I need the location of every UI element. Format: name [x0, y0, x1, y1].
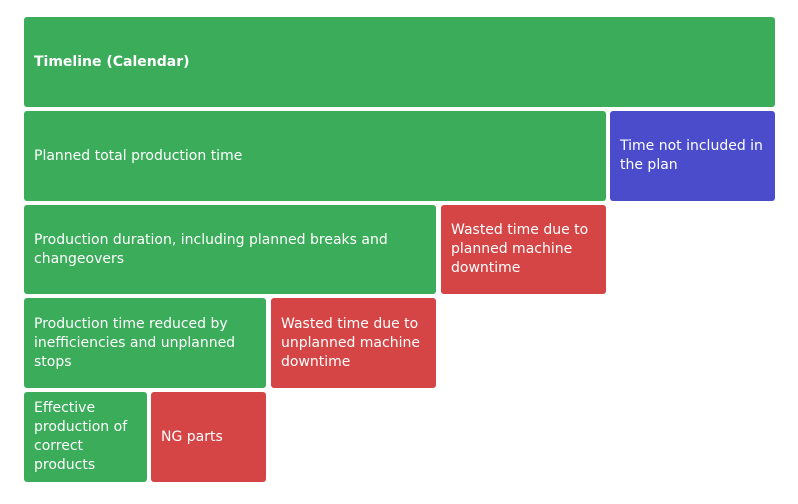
- timeline-calendar-block: Timeline (Calendar): [24, 17, 775, 107]
- wasted-planned-downtime-label: Wasted time due to planned machine downt…: [451, 222, 589, 276]
- production-duration-label: Production duration, including planned b…: [34, 231, 388, 267]
- wasted-planned-downtime-block: Wasted time due to planned machine downt…: [441, 205, 606, 294]
- timeline-calendar-label: Timeline (Calendar): [34, 53, 190, 70]
- ng-parts-label: NG parts: [161, 428, 223, 445]
- effective-production-label: Effective production of correct products: [34, 400, 128, 473]
- ng-parts-block: NG parts: [151, 392, 266, 482]
- planned-total-production-time-label: Planned total production time: [34, 147, 243, 164]
- time-not-in-plan-block: Time not included in the plan: [610, 111, 775, 201]
- production-time-reduced-block: Production time reduced by inefficiencie…: [24, 298, 266, 388]
- wasted-unplanned-downtime-label: Wasted time due to unplanned machine dow…: [281, 315, 420, 370]
- time-not-in-plan-label: Time not included in the plan: [620, 138, 763, 173]
- wasted-unplanned-downtime-block: Wasted time due to unplanned machine dow…: [271, 298, 436, 388]
- production-duration-block: Production duration, including planned b…: [24, 205, 436, 294]
- production-time-reduced-label: Production time reduced by inefficiencie…: [34, 315, 236, 370]
- planned-total-production-time-block: Planned total production time: [24, 111, 606, 201]
- effective-production-block: Effective production of correct products: [24, 392, 147, 482]
